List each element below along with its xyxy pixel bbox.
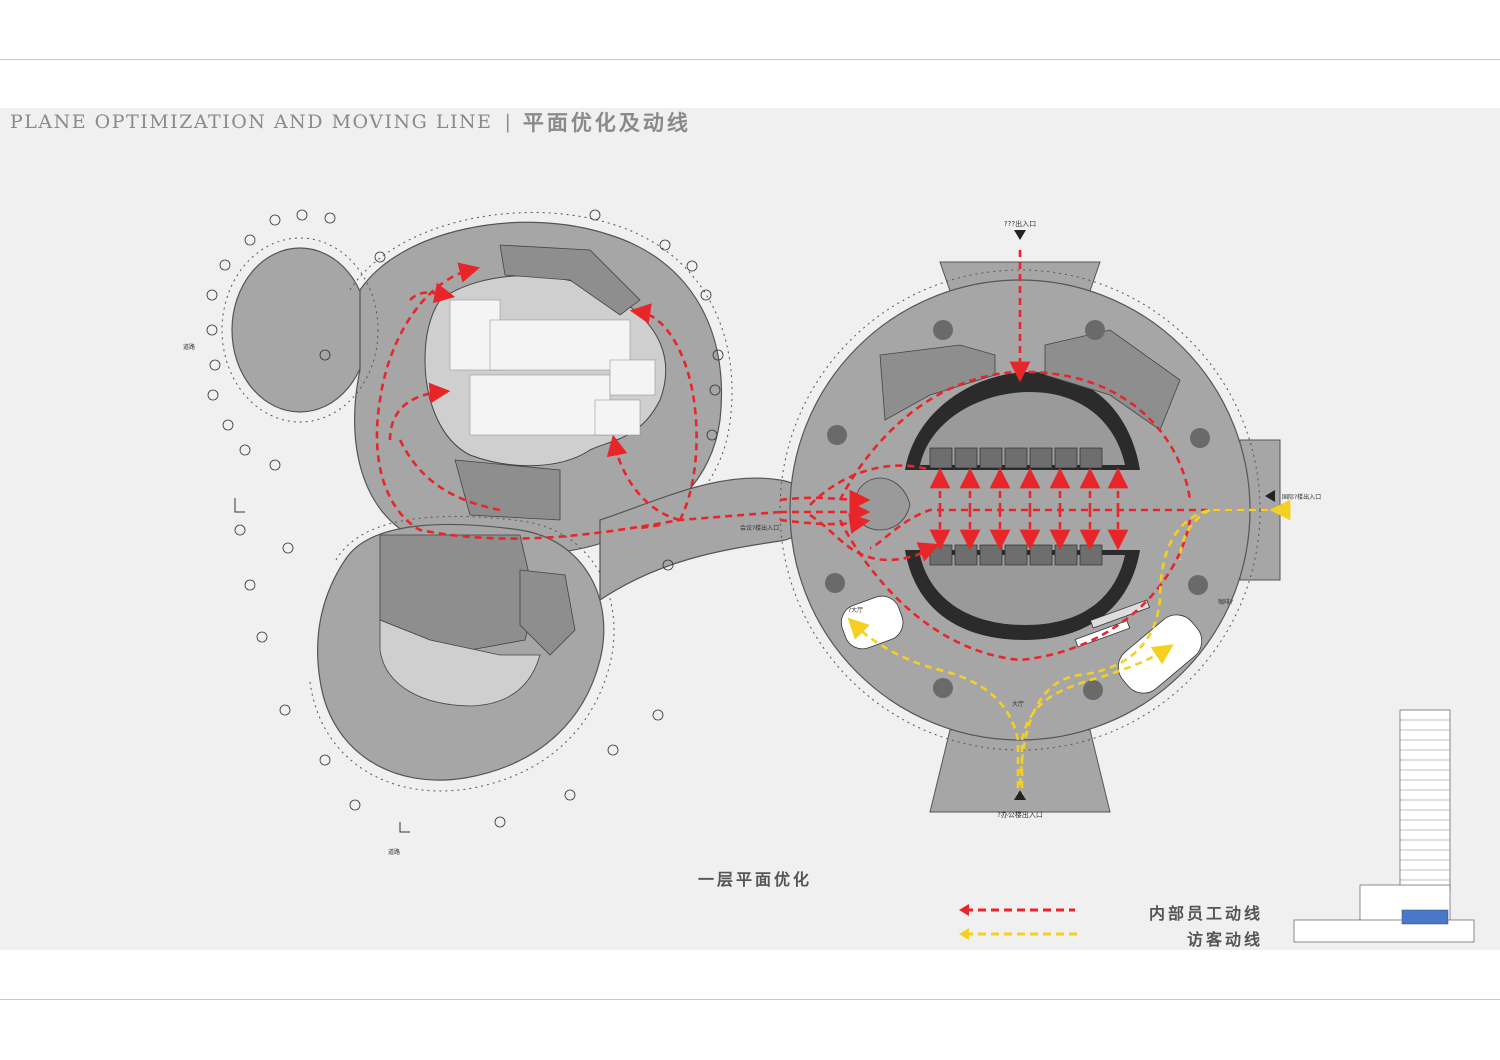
header-title-en: PLANE OPTIMIZATION AND MOVING LINE [10,111,493,133]
legend-staff-label: 内部员工动线 [1148,904,1263,923]
visitor-route [847,499,1291,801]
label-bottom-entrance: ?办公楼出入口 [997,810,1043,819]
upper-pod-rooms [454,244,641,521]
left-small-pod [231,247,369,413]
bottom-divider [0,999,1500,1000]
label-cafe: 咖啡? [1218,598,1233,606]
lower-pod-hall [379,619,541,707]
top-divider [0,59,1500,60]
page-header: PLANE OPTIMIZATION AND MOVING LINE | 平面优… [10,108,691,136]
staff-route [375,250,1280,662]
label-road-bottom: 道路 [388,848,400,856]
label-right-entrance: 国际?楼出入口 [1282,493,1321,501]
label-road-left: 道路 [183,343,195,351]
grid-bubbles [206,209,724,828]
lower-pod-rooms [379,534,576,656]
plan-caption: 一层平面优化 [697,870,812,889]
label-main-entrance: 会议?楼出入口 [740,524,779,532]
legend-visitor: 访客动线 [955,924,1275,949]
label-hall: 大厅 [1012,700,1024,708]
header-title-cn: 平面优化及动线 [522,111,691,135]
legend: 内部员工动线 访客动线 [955,898,1275,950]
header-separator: | [504,111,511,133]
legend-visitor-label: 访客动线 [1186,930,1263,949]
section-marks [234,498,410,833]
entrance-markers [1014,230,1275,800]
label-top-entrance: ???出入口 [1004,219,1036,228]
legend-staff: 内部员工动线 [955,898,1275,923]
legend-staff-line [959,904,1075,916]
legend-visitor-line [959,928,1077,940]
section-elevation-thumbnail [1293,709,1475,943]
label-lobby: ?大厅 [848,606,863,614]
auditorium-seats [449,299,656,436]
left-facade [221,212,733,792]
